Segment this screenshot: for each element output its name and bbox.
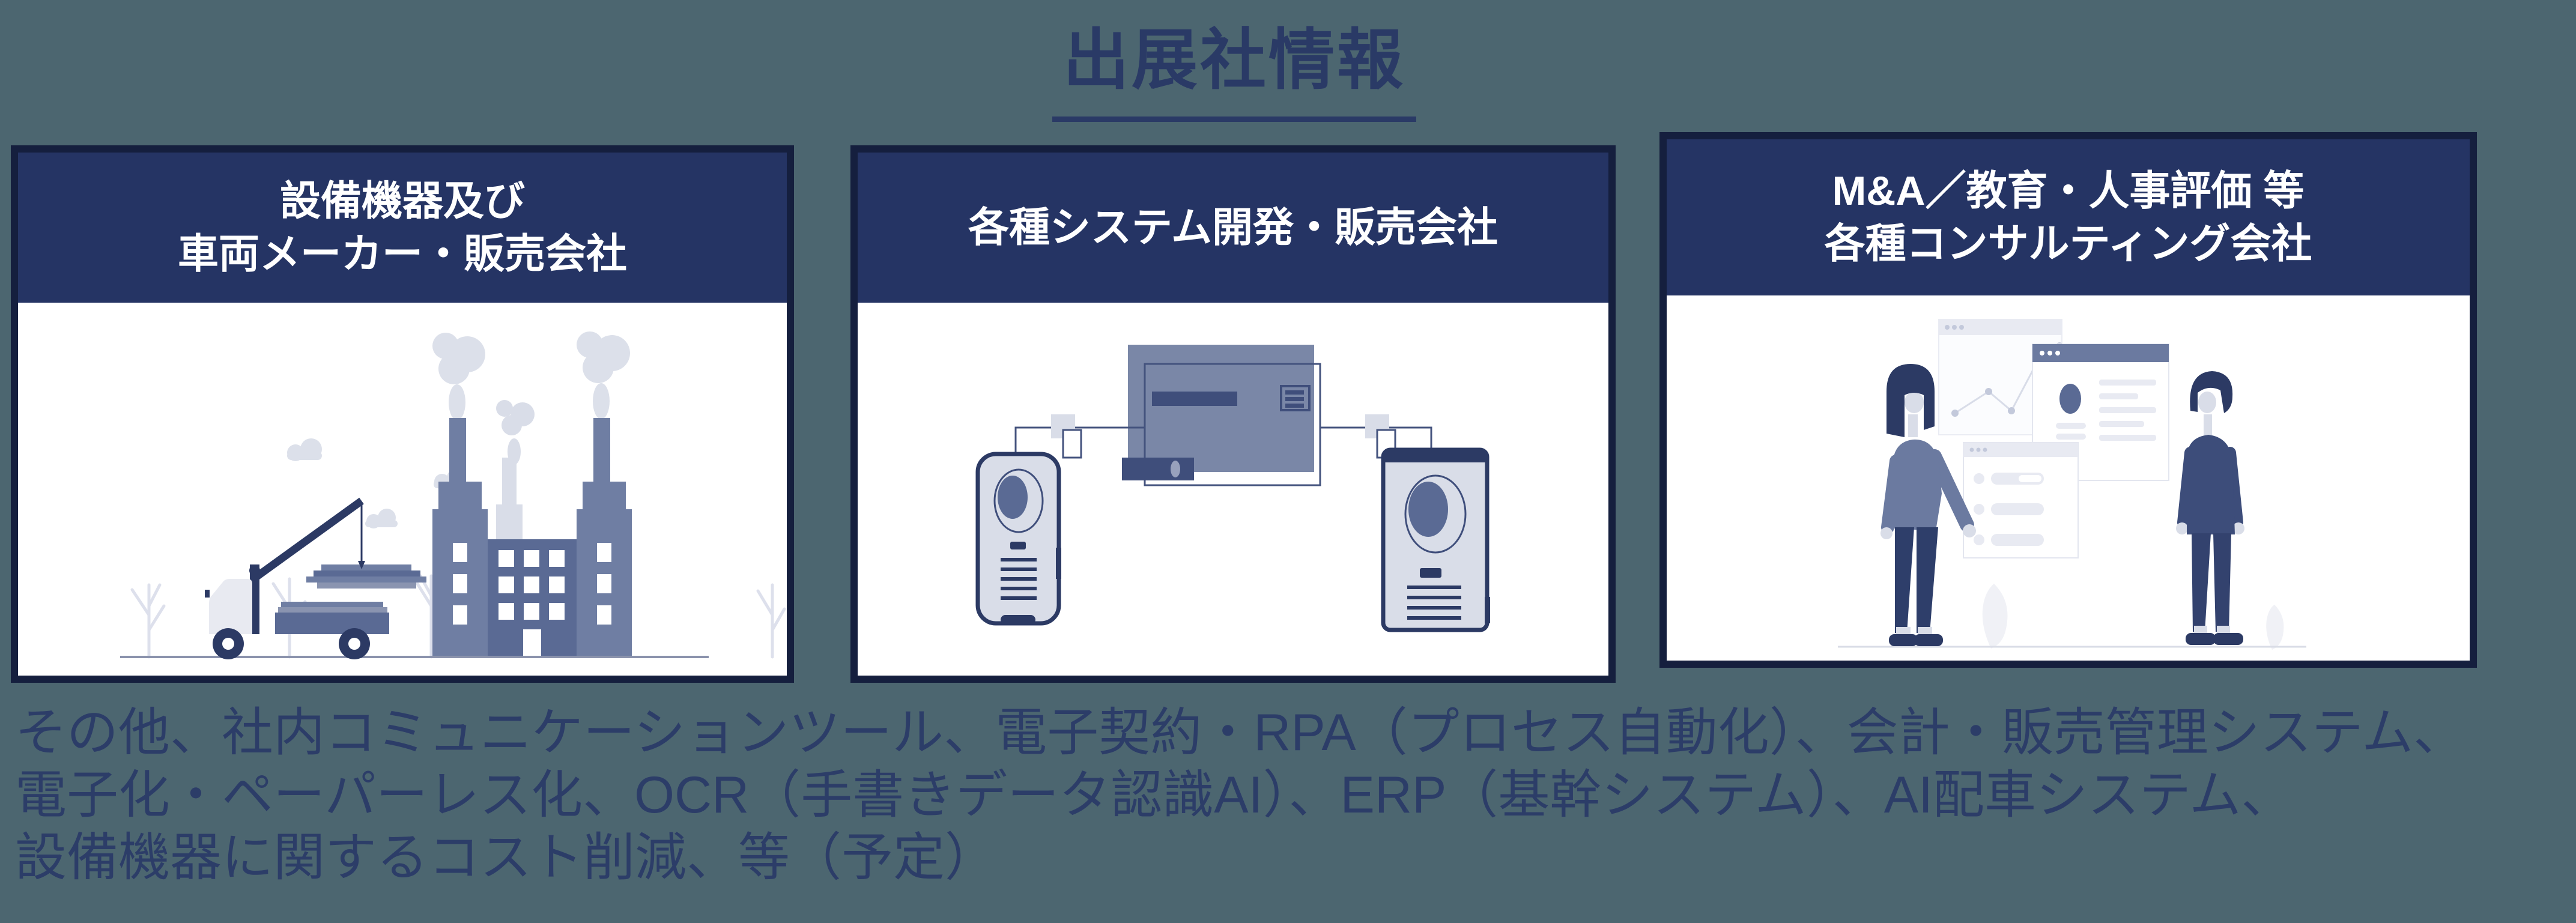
intercom-device-right-icon	[1381, 447, 1490, 632]
card-consulting: M&A／教育・人事評価 等 各種コンサルティング会社	[1659, 132, 2477, 668]
card-equipment-vehicle: 設備機器及び 車両メーカー・販売会社	[11, 145, 794, 683]
control-panel-icon	[1122, 345, 1321, 486]
woman-figure-icon	[1880, 364, 1976, 646]
card-equipment-vehicle-body	[18, 303, 787, 676]
card-system-development-body	[858, 303, 1608, 676]
card-consulting-header: M&A／教育・人事評価 等 各種コンサルティング会社	[1667, 139, 2470, 295]
page-title: 出展社情報	[1052, 6, 1416, 122]
intercom-network-illustration	[975, 345, 1490, 632]
people-dashboards-illustration	[1838, 319, 2306, 650]
card-system-development: 各種システム開発・販売会社	[850, 145, 1616, 683]
man-figure-icon	[2176, 371, 2244, 645]
footer-other-exhibitors-text: その他、社内コミュニケーションツール、電子契約・RPA（プロセス自動化）、会計・…	[15, 704, 2465, 887]
card-equipment-vehicle-header: 設備機器及び 車両メーカー・販売会社	[18, 153, 787, 303]
card-system-development-header: 各種システム開発・販売会社	[858, 153, 1608, 303]
list-window-icon	[1963, 442, 2079, 558]
crane-truck-icon	[205, 497, 426, 659]
factory-truck-illustration	[120, 331, 786, 659]
card-consulting-body	[1667, 295, 2470, 661]
factory-icon	[432, 418, 632, 657]
intercom-device-left-icon	[975, 452, 1061, 626]
